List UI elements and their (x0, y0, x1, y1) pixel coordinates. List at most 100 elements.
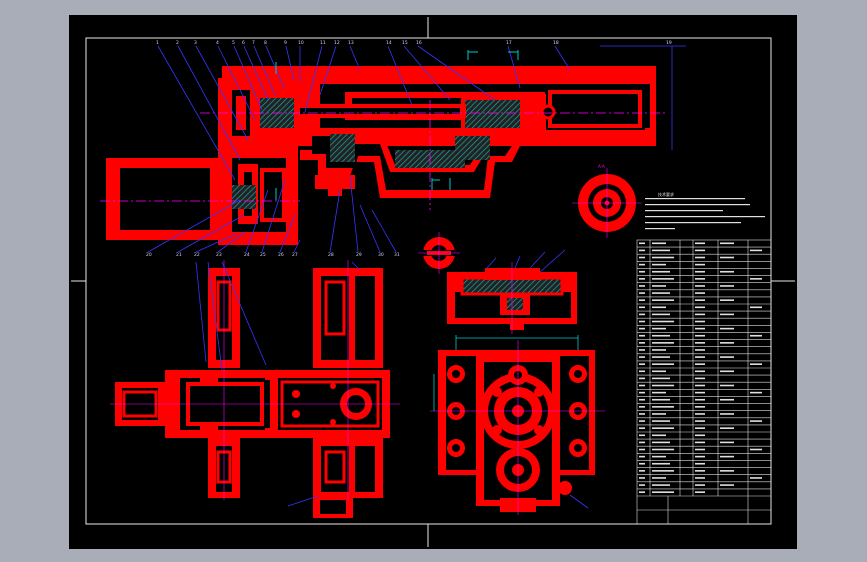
svg-text:A-A: A-A (598, 164, 605, 169)
bom-cell-text (652, 299, 674, 301)
bom-row-text (639, 242, 762, 493)
svg-text:5: 5 (232, 40, 235, 46)
gear-detail-view (418, 232, 460, 274)
bom-cell-text (695, 242, 705, 245)
bom-cell-text (695, 320, 705, 323)
bom-cell-text (750, 448, 762, 451)
bom-cell-text (720, 441, 734, 444)
bom-cell-text (652, 384, 674, 387)
bom-cell-text (639, 363, 645, 365)
bom-cell-text (652, 356, 670, 358)
svg-text:18: 18 (553, 40, 559, 46)
bom-cell-text (695, 349, 705, 351)
bom-cell-text (695, 256, 705, 259)
bom-cell-text (695, 327, 705, 330)
bom-cell-text (639, 263, 645, 266)
bom-cell-text (639, 270, 645, 273)
bom-cell-text (652, 270, 670, 273)
svg-text:15: 15 (402, 40, 408, 46)
bom-cell-text (639, 448, 645, 451)
bom-cell-text (695, 420, 705, 422)
bearing-mid (463, 98, 523, 130)
bom-cell-text (695, 448, 705, 451)
bom-cell-text (695, 370, 705, 373)
bom-cell-text (695, 491, 705, 493)
bom-cell-text (639, 377, 645, 380)
svg-text:3: 3 (194, 40, 197, 46)
bom-cell-text (720, 327, 734, 330)
bom-cell-text (639, 434, 645, 437)
bom-cell-text (652, 292, 670, 294)
leader-lines-top (147, 45, 686, 253)
svg-text:8: 8 (264, 40, 267, 46)
bom-cell-text (652, 256, 674, 259)
bom-cell-text (639, 398, 645, 401)
main-section-view (100, 66, 668, 245)
bom-cell-text (720, 470, 734, 472)
bom-cell-text (750, 278, 762, 280)
bom-cell-text (652, 491, 674, 493)
svg-text:20: 20 (146, 252, 152, 258)
svg-text:22: 22 (194, 252, 200, 258)
bom-cell-text (720, 342, 734, 344)
bom-cell-text (652, 306, 666, 309)
bom-cell-text (720, 356, 734, 358)
bom-cell-text (652, 370, 666, 373)
bom-cell-text (652, 334, 670, 337)
bom-cell-text (695, 299, 705, 301)
bom-cell-text (695, 441, 705, 444)
bom-cell-text (639, 249, 645, 252)
svg-text:29: 29 (356, 252, 362, 258)
svg-text:9: 9 (284, 40, 287, 46)
bom-cell-text (652, 427, 674, 429)
bom-cell-text (652, 477, 666, 479)
bom-cell-text (695, 270, 705, 273)
bom-cell-text (695, 249, 705, 252)
bom-cell-text (695, 285, 705, 287)
bom-cell-text (750, 420, 762, 422)
bom-cell-text (695, 334, 705, 337)
bom-cell-text (652, 391, 666, 394)
svg-text:21: 21 (176, 252, 182, 258)
bom-cell-text (639, 356, 645, 358)
svg-text:7: 7 (252, 40, 255, 46)
bom-cell-text (639, 484, 645, 486)
frame-center-marks (71, 17, 795, 547)
gear-end-view: A-A (572, 164, 642, 238)
svg-text:11: 11 (320, 40, 326, 46)
bom-cell-text (639, 477, 645, 479)
svg-text:13: 13 (348, 40, 354, 46)
bom-cell-text (639, 462, 645, 465)
bom-cell-text (720, 299, 734, 301)
bom-cell-text (652, 413, 666, 415)
bom-cell-text (639, 256, 645, 259)
bom-cell-text (750, 363, 762, 365)
svg-text:27: 27 (292, 252, 298, 258)
svg-text:17: 17 (506, 40, 512, 46)
bom-cell-text (639, 491, 645, 493)
svg-text:31: 31 (394, 252, 400, 258)
bom-cell-text (695, 384, 705, 387)
bom-cell-text (720, 455, 734, 458)
bom-cell-text (652, 455, 666, 458)
bom-cell-text (720, 370, 734, 373)
bom-cell-text (720, 413, 734, 415)
bom-cell-text (639, 306, 645, 309)
svg-text:2: 2 (176, 40, 179, 46)
bom-cell-text (750, 477, 762, 479)
bom-cell-text (750, 334, 762, 337)
bom-cell-text (639, 292, 645, 294)
bom-cell-text (720, 313, 734, 316)
bom-cell-text (750, 391, 762, 394)
bom-cell-text (652, 320, 674, 323)
bom-cell-text (695, 470, 705, 472)
svg-text:26: 26 (278, 252, 284, 258)
bom-cell-text (695, 455, 705, 458)
bom-cell-text (720, 285, 734, 287)
bom-cell-text (639, 342, 645, 344)
svg-text:10: 10 (298, 40, 304, 46)
bom-cell-text (695, 462, 705, 465)
bom-cell-text (695, 391, 705, 394)
bom-cell-text (639, 406, 645, 408)
